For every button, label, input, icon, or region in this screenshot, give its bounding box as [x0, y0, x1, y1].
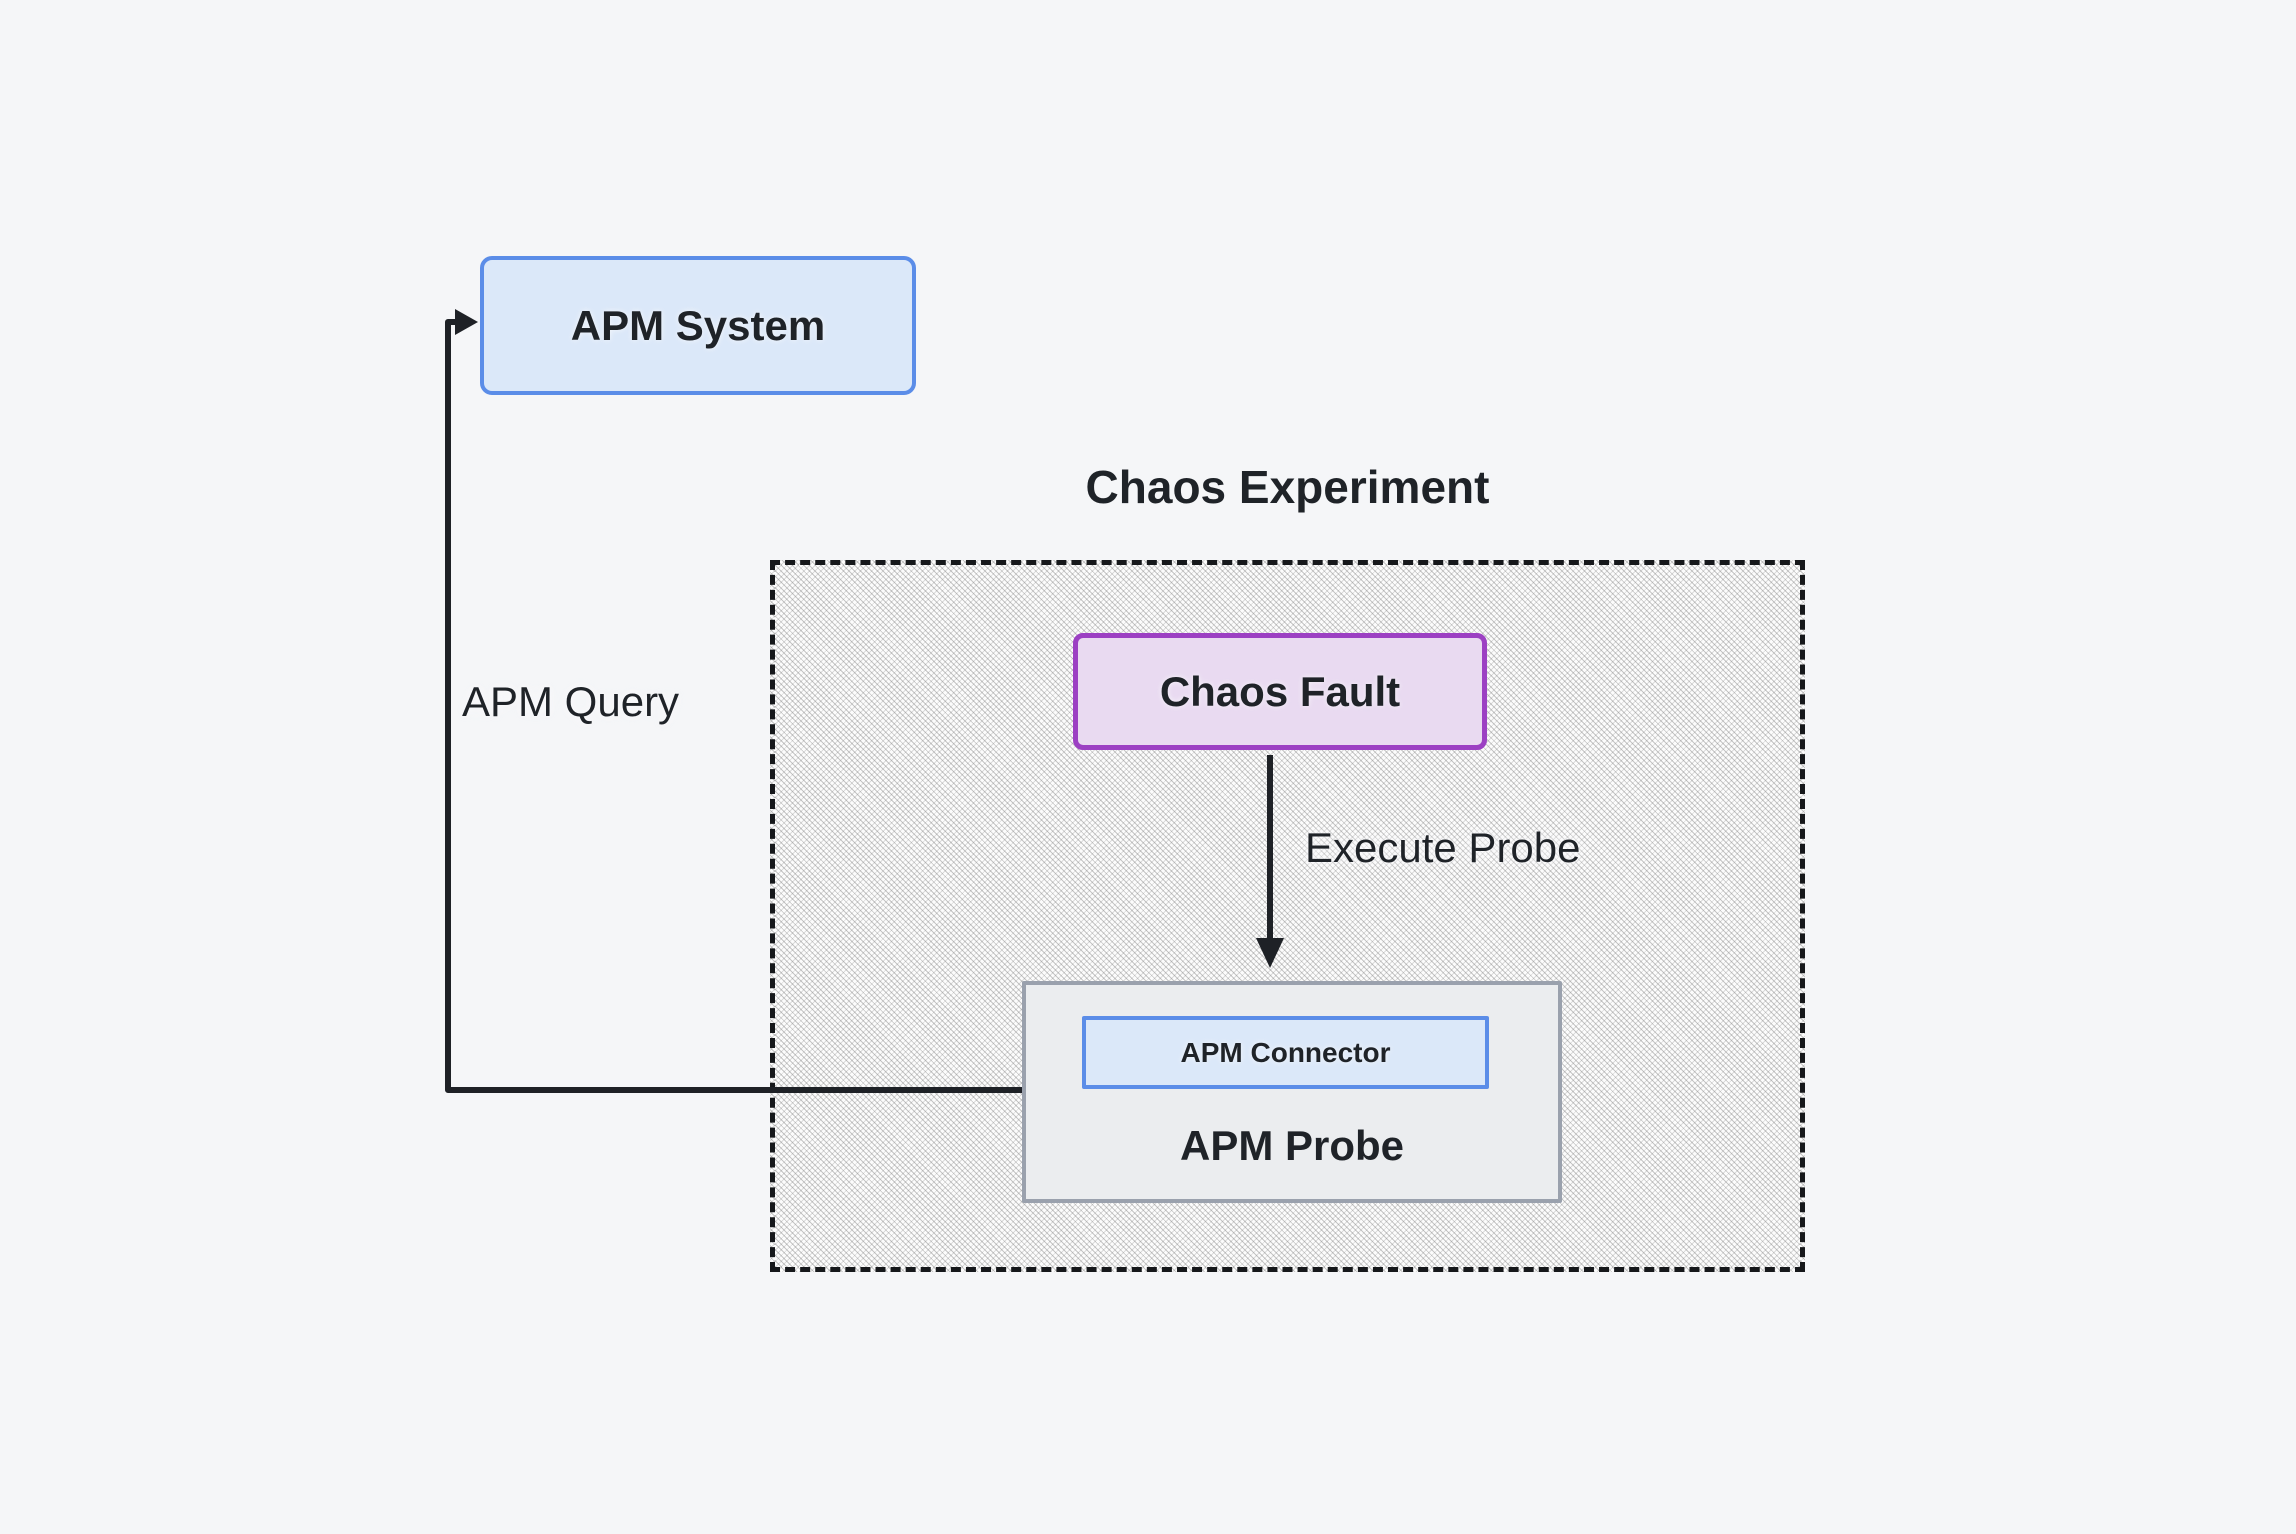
- apm-connector-node: APM Connector: [1082, 1016, 1489, 1089]
- apm-query-label: APM Query: [462, 678, 680, 725]
- chaos-fault-label: Chaos Fault: [1159, 667, 1401, 715]
- chaos-experiment-title: Chaos Experiment: [1085, 461, 1490, 513]
- apm-connector-label: APM Connector: [1180, 1036, 1391, 1068]
- execute-probe-label: Execute Probe: [1305, 824, 1581, 871]
- apm-system-label: APM System: [570, 301, 826, 349]
- apm-system-node: APM System: [480, 256, 916, 395]
- chaos-fault-node: Chaos Fault: [1073, 633, 1487, 750]
- apm-probe-label: APM Probe: [1179, 1122, 1405, 1169]
